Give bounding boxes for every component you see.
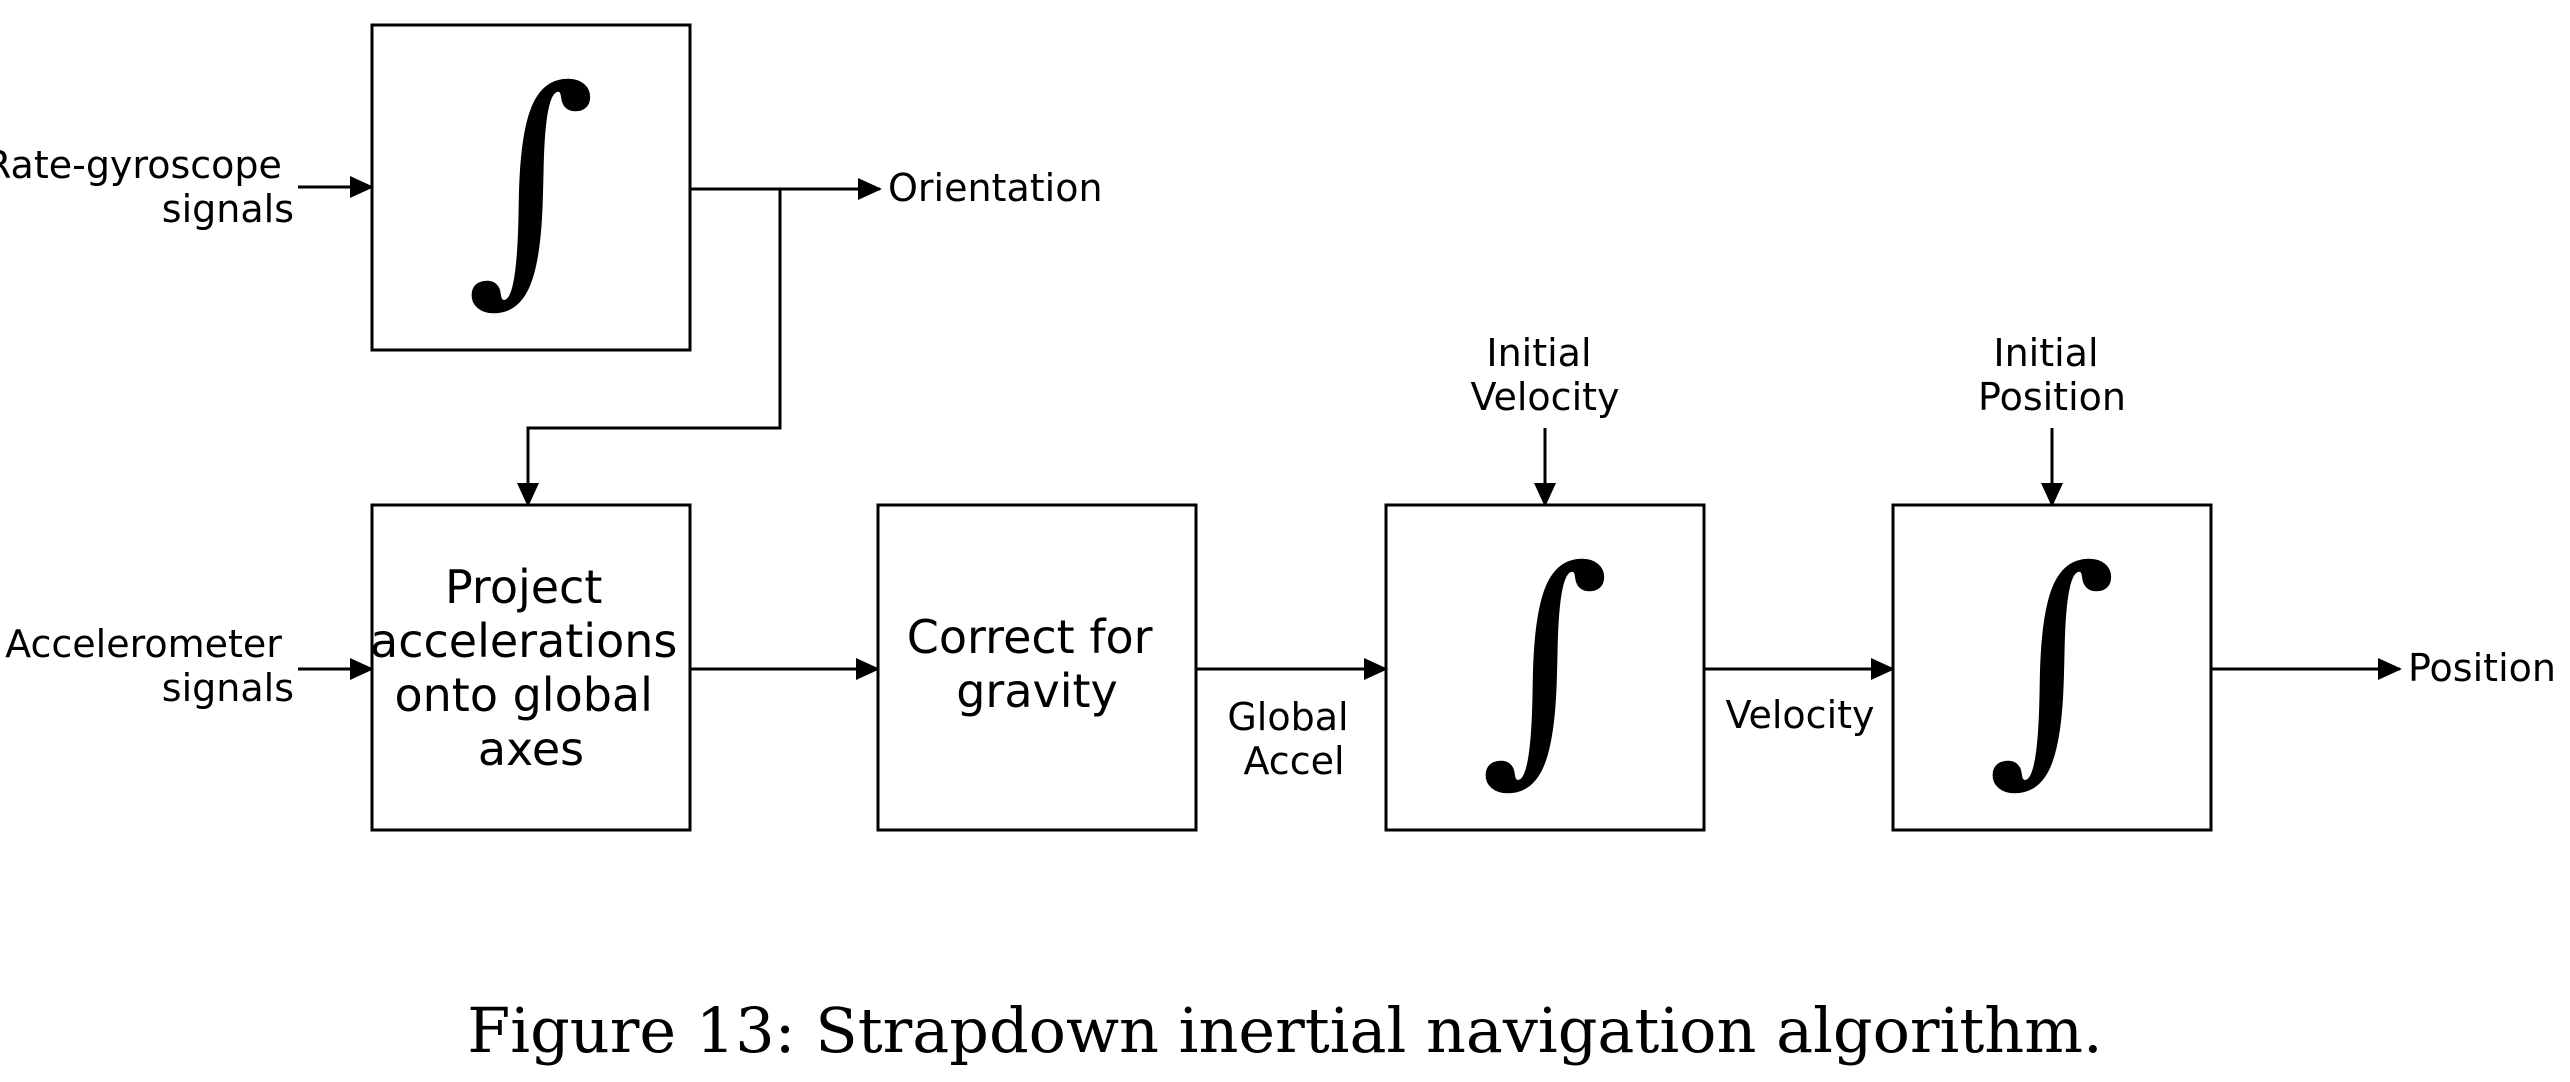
velocity-integrator-block bbox=[1384, 503, 1706, 832]
position-integrator-block bbox=[1891, 503, 2213, 832]
position-label: Position bbox=[2408, 646, 2556, 690]
position-integral-symbol: ∫ bbox=[1987, 516, 2117, 807]
orientation-label: Orientation bbox=[888, 166, 1103, 210]
initial-position-label: Initial Position bbox=[1978, 331, 2126, 419]
gyro-integral-symbol: ∫ bbox=[466, 36, 596, 327]
figure-caption: Figure 13: Strapdown inertial navigation… bbox=[467, 994, 2102, 1067]
gravity-block-label: Correct for gravity bbox=[907, 610, 1167, 718]
velocity-label: Velocity bbox=[1725, 693, 1874, 737]
project-accelerations-block bbox=[370, 503, 692, 832]
orientation-feedback-arrow bbox=[517, 189, 782, 507]
gyro-integrator-block bbox=[370, 23, 692, 352]
gyro-input-label: Rate-gyroscope signals bbox=[0, 143, 294, 231]
initial-velocity-label: Initial Velocity bbox=[1470, 331, 1619, 419]
global-accel-label: Global Accel bbox=[1227, 695, 1360, 783]
accel-input-label: Accelerometer signals bbox=[5, 622, 294, 710]
project-block-label: Project accelerations onto global axes bbox=[370, 560, 692, 776]
velocity-integral-symbol: ∫ bbox=[1480, 516, 1610, 807]
gravity-correction-block bbox=[876, 503, 1198, 832]
